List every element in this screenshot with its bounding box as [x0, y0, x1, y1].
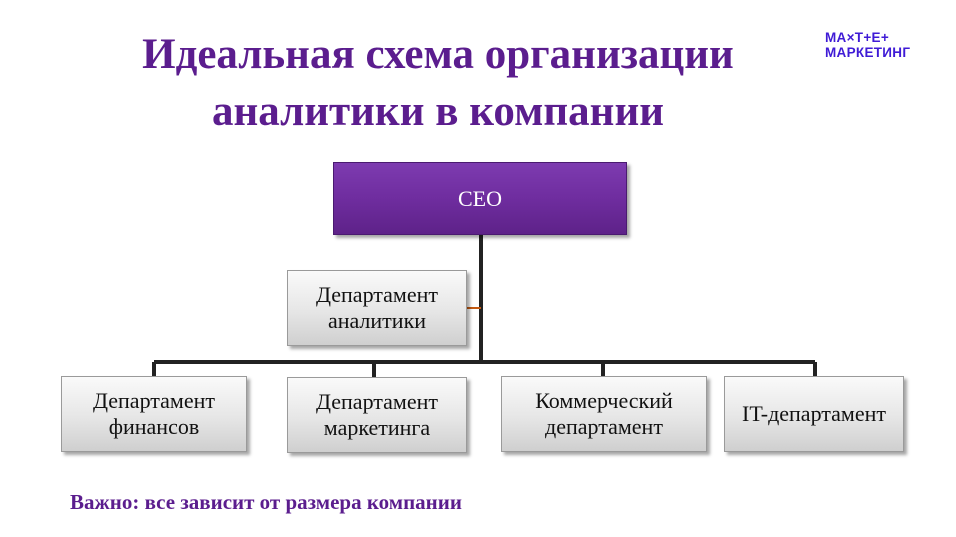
page-title: Идеальная схема организации аналитики в …: [142, 31, 734, 135]
commercial-department-label: Коммерческий департамент: [535, 388, 673, 439]
finance-department-label: Департамент финансов: [92, 388, 215, 439]
it-department-box: IT-департамент: [724, 376, 904, 452]
marketing-department-box: Департамент маркетинга: [287, 377, 467, 453]
finance-department-box: Департамент финансов: [61, 376, 247, 452]
commercial-department-box: Коммерческий департамент: [501, 376, 707, 452]
analytics-department-box: Департамент аналитики: [287, 270, 467, 346]
ceo-box: CEO: [333, 162, 627, 235]
brand-logo: МА×Т+Е+ МАРКЕТИНГ: [825, 30, 910, 60]
logo-line-1: МА×Т+Е+: [825, 30, 889, 45]
marketing-department-label: Департамент маркетинга: [315, 389, 438, 440]
footnote: Важно: все зависит от размера компании: [70, 490, 462, 514]
ceo-label: CEO: [458, 185, 502, 211]
it-department-label: IT-департамент: [742, 401, 886, 426]
analytics-department-label: Департамент аналитики: [315, 282, 438, 333]
logo-line-2: МАРКЕТИНГ: [825, 45, 911, 60]
